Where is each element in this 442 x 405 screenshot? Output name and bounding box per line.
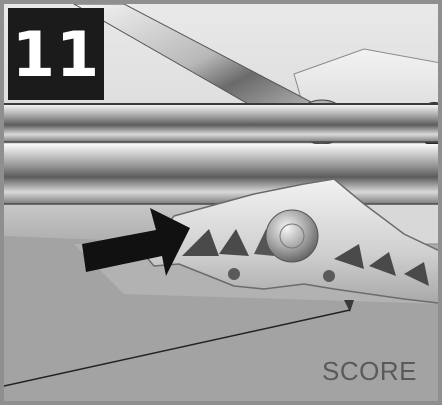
step-number-badge: 11: [8, 8, 104, 100]
guide-rail-upper: [4, 104, 438, 142]
scoring-knob: [265, 209, 319, 263]
tile-cutter-illustration: [4, 4, 438, 401]
score-caption: SCORE: [322, 356, 417, 386]
score-line: [4, 309, 351, 387]
guide-rail-lower: [4, 144, 438, 204]
right-arrow-icon: [82, 208, 190, 276]
scoring-wheel: [344, 300, 354, 312]
